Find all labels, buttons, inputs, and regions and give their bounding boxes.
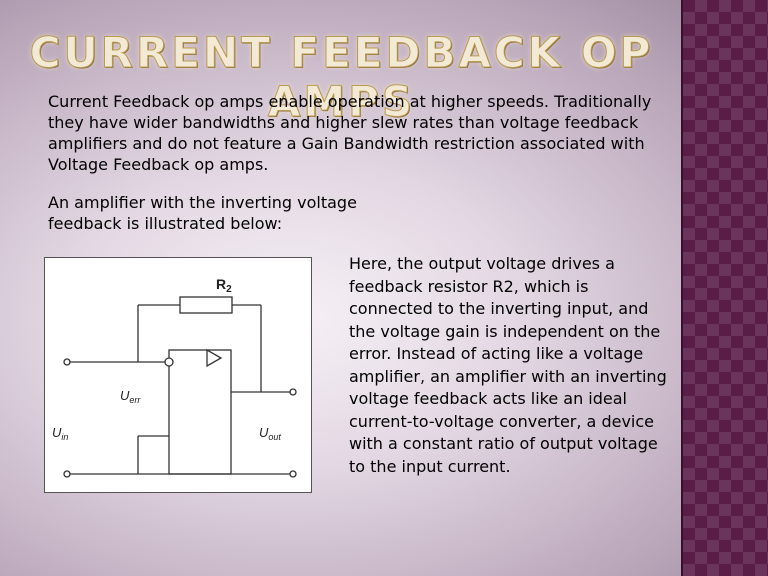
side-band-edge — [681, 0, 683, 576]
r2-label: R2 — [216, 276, 232, 295]
amplifier-block — [168, 349, 232, 475]
output-terminal-top — [289, 388, 297, 396]
uin-label: Uin — [52, 425, 68, 442]
resistor-r2 — [179, 296, 233, 314]
output-terminal-bottom — [289, 470, 297, 478]
slide-title: Current Feedback Op Amps — [29, 28, 654, 127]
circuit-svg: R2 Uerr Uin Uout — [52, 276, 297, 478]
explanation-paragraph: Here, the output voltage drives a feedba… — [349, 254, 667, 476]
intro-paragraph: Current Feedback op amps enable operatio… — [48, 92, 652, 174]
input-terminal-top — [63, 358, 71, 366]
diagram-intro-paragraph: An amplifier with the inverting voltage … — [48, 193, 357, 233]
uout-label: Uout — [259, 425, 281, 442]
input-terminal-bottom — [63, 470, 71, 478]
uerr-label: Uerr — [120, 388, 141, 405]
inverting-input-node — [164, 357, 174, 367]
decorative-side-band — [683, 0, 768, 576]
inverting-feedback-circuit-diagram: R2 Uerr Uin Uout — [44, 257, 312, 493]
amplifier-triangle-icon — [206, 348, 223, 368]
